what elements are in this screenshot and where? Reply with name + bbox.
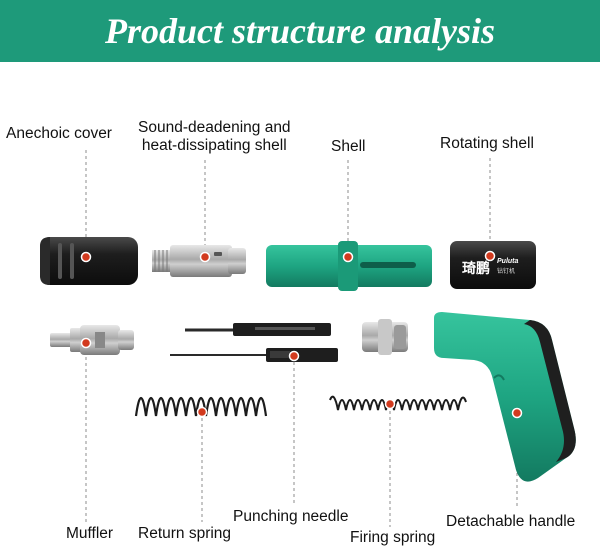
label-firing-spring: Firing spring (350, 529, 436, 546)
brand-small: 钻钉机 (497, 267, 515, 275)
label-anechoic-cover: Anechoic cover (6, 125, 112, 142)
marker-shell (342, 251, 354, 263)
title-banner: Product structure analysis (0, 0, 600, 62)
label-rotating-shell: Rotating shell (440, 135, 534, 152)
leader-lines (85, 150, 518, 527)
label-return-spring: Return spring (138, 525, 232, 542)
label-detachable-handle: Detachable handle (446, 513, 576, 530)
punching-needle-part (170, 323, 338, 362)
muffler-part (50, 325, 134, 355)
label-sound-deadening-line1: Sound-deadening and (138, 119, 291, 136)
label-punching-needle: Punching needle (233, 508, 349, 525)
return-spring-part (134, 396, 268, 417)
shell-part (266, 241, 432, 291)
page-title: Product structure analysis (104, 11, 496, 51)
marker-return-spring (196, 406, 208, 418)
rotating-shell-part: 琦鹏 Puluta 钻钉机 (450, 241, 536, 289)
marker-firing-spring (384, 398, 396, 410)
detachable-handle-part (434, 312, 576, 482)
label-shell: Shell (331, 138, 366, 155)
brand-latin: Puluta (497, 258, 518, 265)
marker-rotating-shell (484, 250, 496, 262)
marker-punching-needle (288, 350, 300, 362)
label-sound-deadening-line2: heat-dissipating shell (141, 137, 287, 154)
marker-detachable-handle (511, 407, 523, 419)
label-muffler: Muffler (66, 525, 114, 542)
marker-sound-deadening (199, 251, 211, 263)
label-sound-deadening: Sound-deadening and heat-dissipating she… (138, 119, 291, 155)
brand-chinese: 琦鹏 (462, 260, 490, 277)
callout-markers (80, 250, 523, 419)
marker-anechoic-cover (80, 251, 92, 263)
connector-part (362, 319, 408, 355)
firing-spring-part (329, 395, 467, 411)
sound-deadening-shell-part (152, 245, 246, 277)
marker-muffler (80, 337, 92, 349)
